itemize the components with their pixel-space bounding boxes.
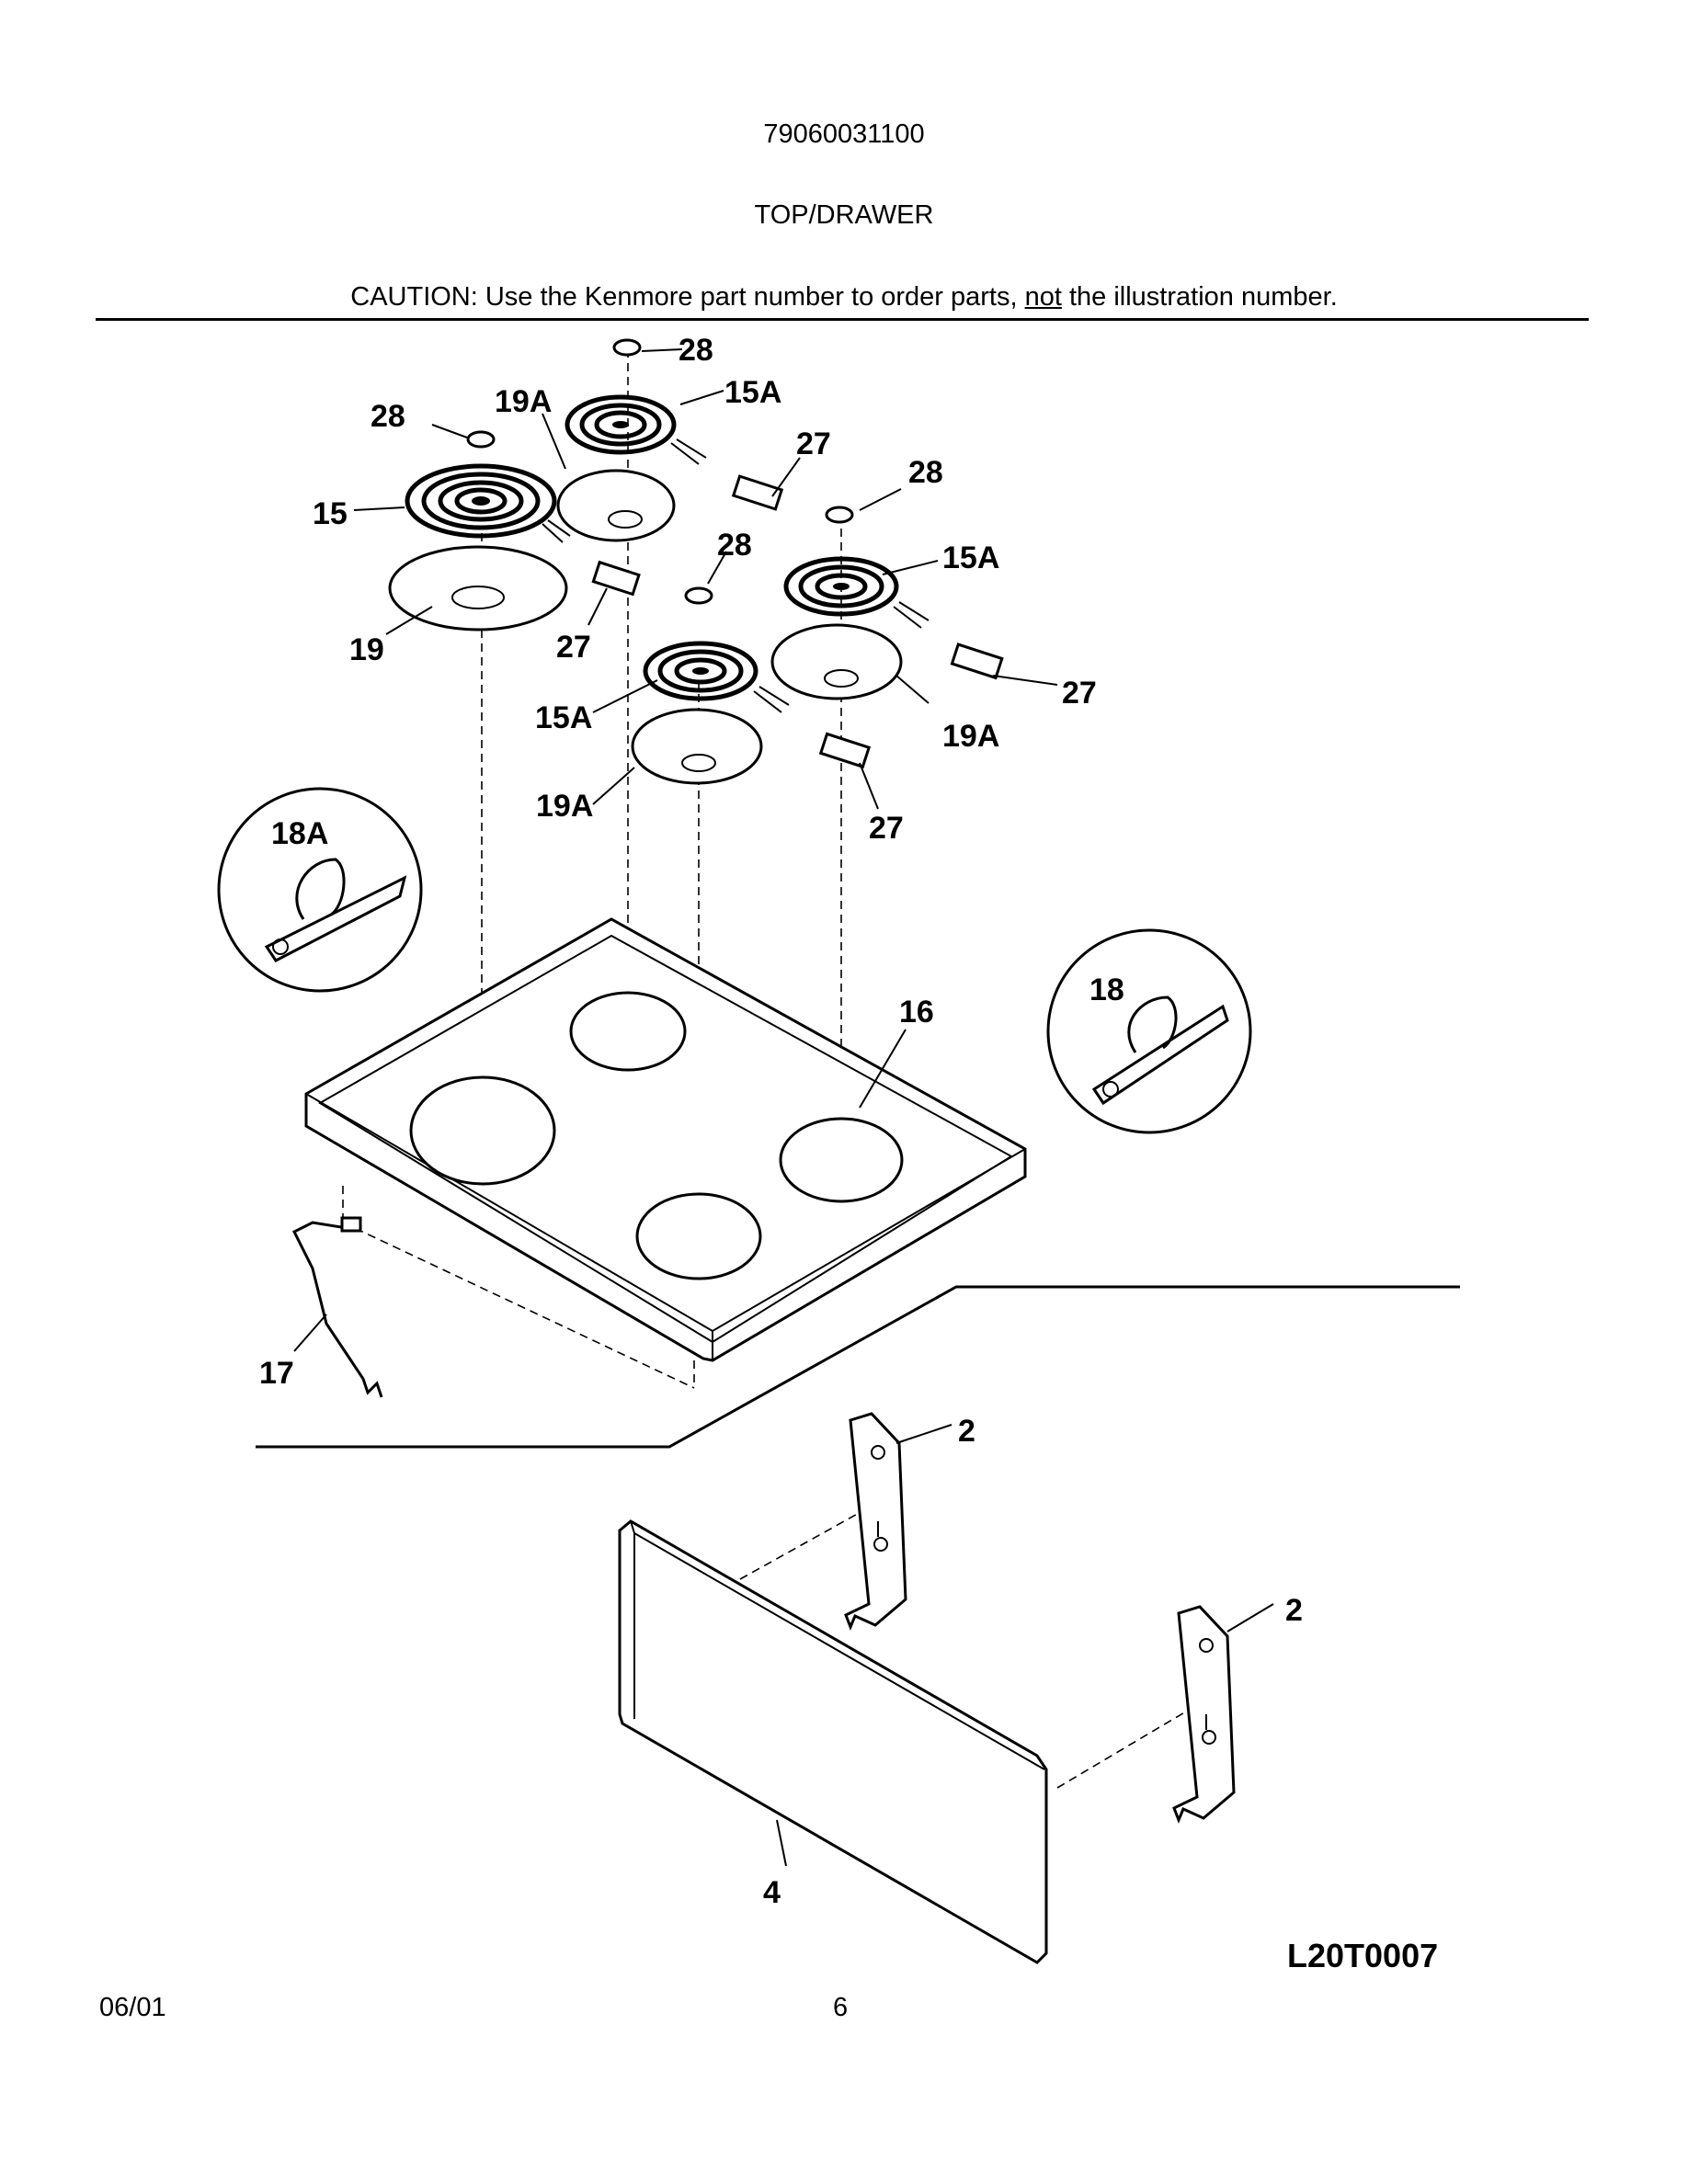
callout-19a-top: 19A [495,384,552,419]
coil-mid [643,641,758,701]
footer-date: 06/01 [99,1993,166,2022]
callout-4: 4 [763,1875,781,1910]
detail-circle-18a [217,787,423,993]
callout-2-left: 2 [958,1414,975,1449]
callout-27-mid: 27 [869,811,904,846]
callout-19a-right: 19A [942,719,999,754]
trim-ring-left [466,430,496,449]
callout-2-right: 2 [1285,1593,1303,1628]
wire-17 [291,1216,383,1398]
callout-27-left: 27 [556,630,591,665]
surface-element-right [770,506,1004,700]
callout-18a: 18A [271,816,328,851]
cooktop-main-top [304,917,1027,1362]
footer-page-number: 6 [833,1993,849,2022]
caution-note: CAUTION: Use the Kenmore part number to … [0,282,1688,313]
coil-right [783,556,899,617]
detail-circle-18 [1046,928,1252,1134]
burner-opening-rear-right [779,1117,904,1203]
callout-27-top: 27 [796,427,831,461]
receptacle-top [731,474,784,511]
trim-ring-top [612,338,642,357]
callout-28-mid: 28 [717,528,752,563]
trim-ring-right [825,506,854,524]
caution-text-start: CAUTION: Use the Kenmore part number to … [350,282,1025,312]
trim-ring-mid [684,586,713,605]
callout-17: 17 [259,1356,294,1391]
callout-19: 19 [349,632,384,667]
callout-27-right: 27 [1062,676,1097,711]
model-number: 79060031100 [763,119,925,149]
callout-16: 16 [899,995,934,1029]
callout-labels: 28 15A 19A 28 27 28 15 28 15A 19 27 15A … [259,333,1303,1910]
surface-element-mid [631,586,872,785]
coil-top [565,394,677,455]
receptacle-mid [818,732,872,769]
drawer-front-panel [618,1519,1048,1964]
illustration-code: L20T0007 [1287,1937,1438,1974]
burner-opening-rear-left [569,991,687,1072]
callout-19a-mid: 19A [536,789,593,824]
caution-text-end: the illustration number. [1061,282,1338,312]
callout-15a-mid: 15A [535,700,592,735]
surface-element-top [556,338,784,542]
coil-large [405,463,557,539]
section-title: TOP/DRAWER [754,200,934,230]
leader-lines [293,348,1274,1867]
header-rule [96,318,1589,321]
callout-15a-top: 15A [724,375,781,410]
surface-element-large [388,430,641,631]
assembly-separator-line [256,1285,1460,1449]
callout-15a-right: 15A [942,540,999,575]
burner-opening-front-right [635,1192,762,1280]
caution-text-emphasis: not [1024,282,1062,312]
callout-28-top: 28 [679,333,713,368]
receptacle-right [950,643,1004,680]
drawer-bracket-right [1172,1605,1236,1825]
receptacle-left [591,560,641,597]
callout-28-right: 28 [908,455,943,490]
callout-18: 18 [1089,973,1124,1007]
callout-28-left: 28 [371,399,405,434]
callout-15: 15 [313,496,348,531]
burner-opening-front-left [409,1075,556,1186]
drawer-bracket-left [844,1412,907,1632]
